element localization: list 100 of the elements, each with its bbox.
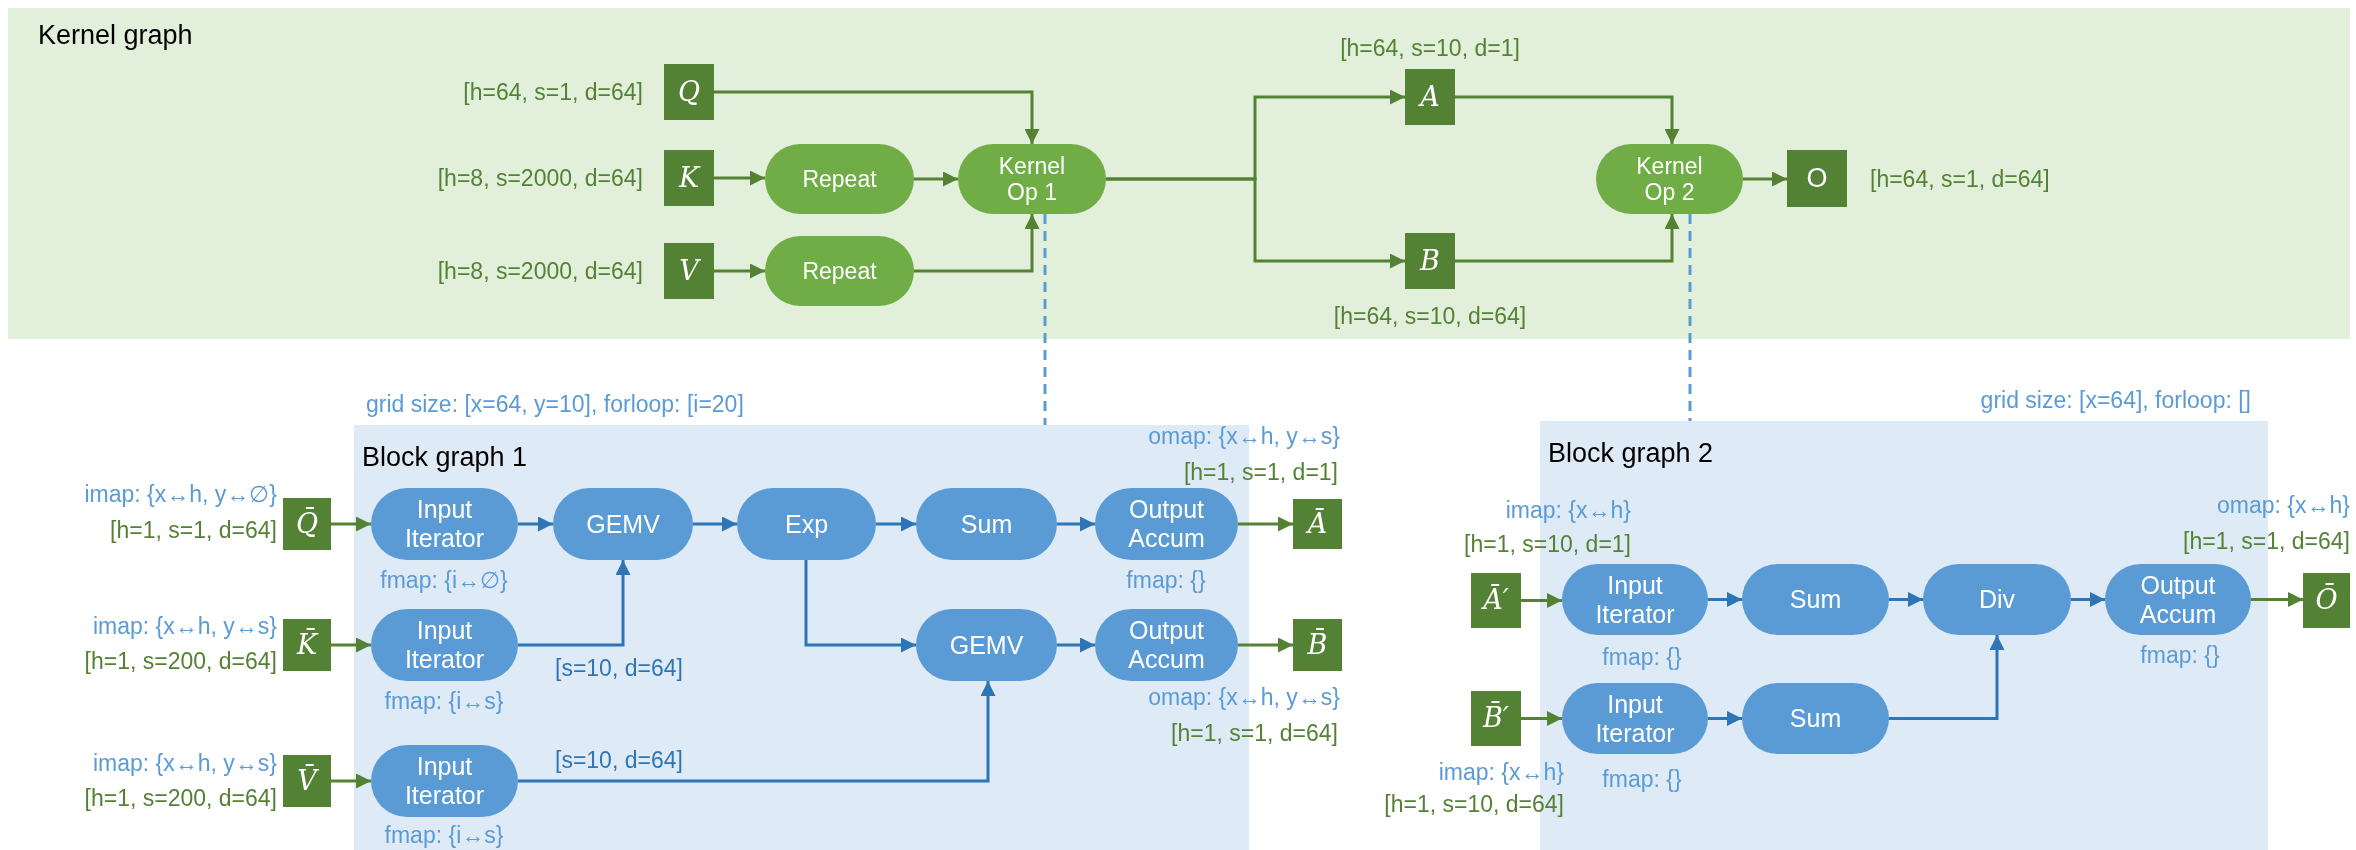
mapping-label: omap: {x↔h} <box>2217 493 2350 517</box>
arrow <box>1708 592 1742 607</box>
operator-pill: Input Iterator <box>1562 683 1708 754</box>
tensor-box: O <box>1787 150 1847 207</box>
dimension-label: [h=1, s=200, d=64] <box>84 649 277 673</box>
operator-pill: GEMV <box>916 609 1057 681</box>
operator-pill: Kernel Op 2 <box>1596 144 1743 214</box>
dimension-label: [h=64, s=10, d=64] <box>1333 304 1527 328</box>
operator-pill: Div <box>1923 564 2071 635</box>
tensor-box: V̄ <box>283 755 331 807</box>
mapping-label: fmap: {i↔∅} <box>380 568 508 592</box>
dashed-connector <box>1043 214 1047 425</box>
mapping-label: imap: {x↔h, y↔s} <box>92 614 277 638</box>
dashed-connector <box>1688 214 1692 421</box>
grid-size-label: grid size: [x=64, y=10], forloop: [i=20] <box>366 392 744 416</box>
mapping-label: omap: {x↔h, y↔s} <box>1148 424 1340 448</box>
dimension-label: [h=1, s=10, d=1] <box>1464 532 1631 556</box>
mapping-label: imap: {x↔h} <box>1438 760 1564 784</box>
dimension-label: [h=1, s=1, d=64] <box>1171 721 1338 745</box>
panel-title: Block graph 1 <box>362 444 528 471</box>
operator-pill: Sum <box>1742 683 1889 754</box>
mapping-label: fmap: {} <box>2140 643 2220 667</box>
operator-pill: Exp <box>737 488 876 560</box>
dimension-label: [h=64, s=1, d=64] <box>463 80 643 104</box>
mapping-label: fmap: {} <box>1602 645 1682 669</box>
tensor-box: K <box>664 150 714 206</box>
arrow <box>693 516 737 532</box>
mapping-label: imap: {x↔h} <box>1505 498 1631 522</box>
tensor-box: Ā <box>1293 499 1342 549</box>
tensor-box: Ā′ <box>1471 573 1521 628</box>
grid-size-label: grid size: [x=64], forloop: [] <box>1980 388 2251 412</box>
arrow <box>2071 592 2105 607</box>
mapping-label: fmap: {i↔s} <box>384 689 504 713</box>
operator-pill: Output Accum <box>1095 609 1238 681</box>
tensor-box: Q <box>664 64 714 120</box>
operator-pill: Input Iterator <box>371 609 518 681</box>
arrow <box>1743 171 1787 187</box>
operator-pill: Input Iterator <box>371 488 518 560</box>
operator-pill: Repeat <box>765 236 914 306</box>
arrow <box>714 170 765 186</box>
mapping-label: fmap: {} <box>1602 767 1682 791</box>
dimension-label: [h=64, s=10, d=1] <box>1340 36 1520 60</box>
arrow <box>1455 214 1680 263</box>
dimension-label: [h=64, s=1, d=64] <box>1870 167 2050 191</box>
arrow <box>518 560 631 647</box>
mapping-label: fmap: {} <box>1126 568 1206 592</box>
tensor-box: Ō <box>2303 573 2350 628</box>
dimension-label: [h=8, s=2000, d=64] <box>437 166 643 190</box>
arrow <box>1521 711 1562 726</box>
arrow <box>331 637 371 653</box>
operator-pill: Output Accum <box>2105 564 2251 635</box>
operator-pill: Repeat <box>765 144 914 214</box>
arrow <box>331 773 371 789</box>
graph-panel <box>8 8 2350 339</box>
arrow <box>331 516 371 532</box>
arrow <box>1889 635 2005 720</box>
operator-pill: Output Accum <box>1095 488 1238 560</box>
arrow <box>518 516 553 532</box>
arrow <box>1708 711 1742 726</box>
mapping-label: fmap: {i↔s} <box>384 823 504 847</box>
tensor-box: A <box>1405 69 1455 125</box>
tensor-box: K̄ <box>283 619 331 671</box>
tensor-box: B̄′ <box>1471 691 1521 746</box>
arrow <box>914 171 958 187</box>
arrow <box>876 516 916 532</box>
arrow <box>1238 516 1293 532</box>
dimension-label: [h=8, s=2000, d=64] <box>437 259 643 283</box>
panel-title: Kernel graph <box>38 22 193 49</box>
operator-pill: Sum <box>1742 564 1889 635</box>
arrow <box>914 214 1040 273</box>
operator-pill: Sum <box>916 488 1057 560</box>
dimension-label: [h=1, s=1, d=64] <box>2183 529 2350 553</box>
panel-title: Block graph 2 <box>1548 440 1714 467</box>
arrow <box>1889 592 1923 607</box>
dimension-label: [h=1, s=1, d=64] <box>110 518 277 542</box>
tensor-box: Q̄ <box>283 498 331 550</box>
tensor-box: B <box>1405 233 1455 289</box>
operator-pill: Input Iterator <box>1562 564 1708 635</box>
operator-pill: Kernel Op 1 <box>958 144 1106 214</box>
arrow <box>714 90 1040 144</box>
arrow <box>1106 177 1405 269</box>
arrow <box>1521 593 1562 608</box>
tensor-box: V <box>664 243 714 299</box>
edge-label: [s=10, d=64] <box>555 748 683 772</box>
arrow <box>714 263 765 279</box>
mapping-label: omap: {x↔h, y↔s} <box>1148 685 1340 709</box>
mapping-label: imap: {x↔h, y↔s} <box>92 751 277 775</box>
dimension-label: [h=1, s=1, d=1] <box>1183 460 1338 484</box>
arrow <box>804 560 916 653</box>
dimension-label: [h=1, s=200, d=64] <box>84 786 277 810</box>
arrow <box>1057 516 1095 532</box>
arrow <box>1238 637 1293 653</box>
dimension-label: [h=1, s=10, d=64] <box>1384 792 1564 816</box>
edge-label: [s=10, d=64] <box>555 656 683 680</box>
mapping-label: imap: {x↔h, y↔∅} <box>84 482 277 506</box>
arrow <box>2251 592 2303 607</box>
operator-pill: GEMV <box>553 488 693 560</box>
arrow <box>518 681 996 783</box>
operator-pill: Input Iterator <box>371 745 518 817</box>
arrow <box>1455 95 1680 144</box>
